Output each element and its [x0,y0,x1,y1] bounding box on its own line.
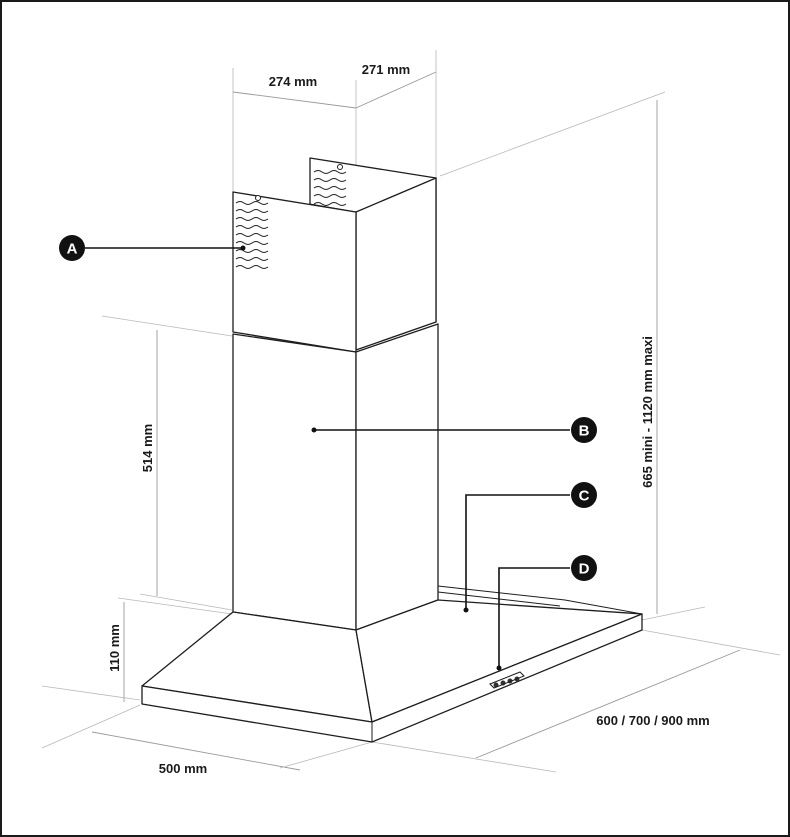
callout-b-label: B [579,423,590,440]
height-range-label: 665 mini - 1120 mm maxi [640,336,655,488]
chimney-depth-label: 271 mm [362,62,410,77]
control-buttons [489,671,525,689]
range-hood [141,157,643,743]
lower-chimney-side [355,323,439,631]
canopy-height-label: 110 mm [107,624,122,672]
callout-a: A [59,235,85,261]
lower-chimney-front [232,333,357,631]
leader-lines [85,245,570,671]
callout-a-label: A [67,241,78,258]
vent-slots-rear [313,164,347,206]
upper-chimney-front [232,191,357,353]
width-options-label: 600 / 700 / 900 mm [596,713,709,728]
callout-c-label: C [579,488,590,505]
callout-b: B [571,417,597,443]
vent-slots-front [235,195,269,269]
chimney-width-label: 274 mm [269,74,317,89]
upper-chimney-height-label: 514 mm [140,424,155,472]
callout-d-label: D [579,561,590,578]
dimension-lines [41,50,781,773]
callout-d: D [571,555,597,581]
callout-c: C [571,482,597,508]
depth-label: 500 mm [159,761,207,776]
